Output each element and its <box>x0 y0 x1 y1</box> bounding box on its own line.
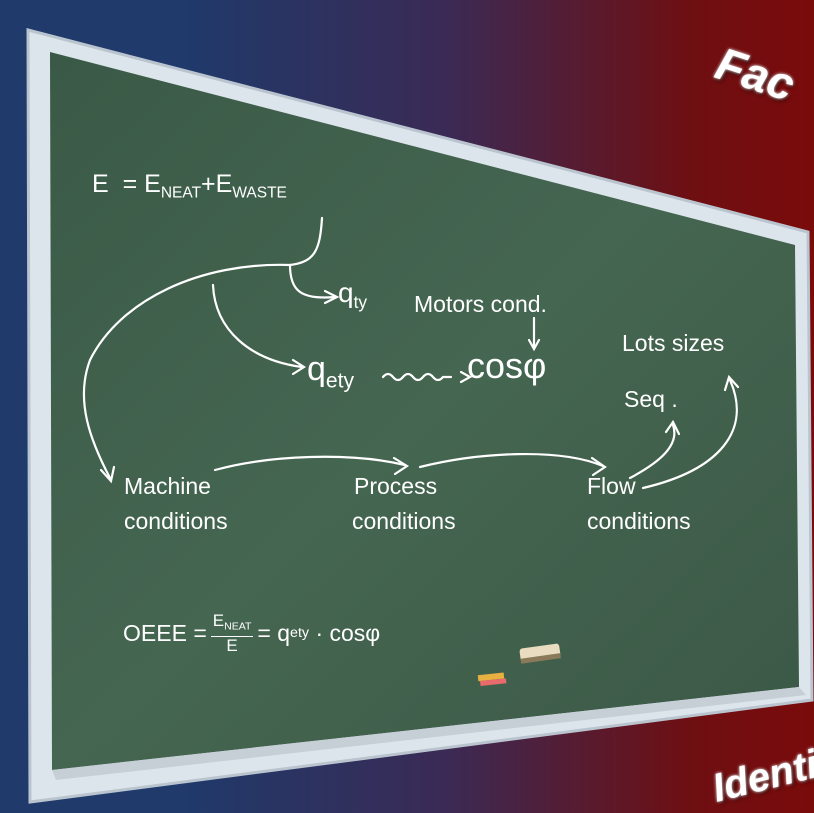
lots-sizes-label: Lots sizes <box>622 330 725 356</box>
cos-phi-label: cosφ <box>467 345 547 386</box>
chalk-tray <box>52 687 806 780</box>
motors-cond-label: Motors cond. <box>414 291 547 317</box>
chalk-arrows <box>82 216 740 490</box>
arrow-to-qty <box>288 263 337 299</box>
arrow-stem <box>288 216 324 267</box>
board-surface <box>50 52 799 770</box>
energy-equation: E = ENEAT+EWASTE <box>92 170 287 202</box>
process-conditions-label: Process conditions <box>352 473 456 534</box>
eraser-icon <box>519 643 561 664</box>
arrow-machine-to-process <box>213 455 407 472</box>
arrow-to-qety <box>211 283 304 369</box>
machine-conditions-label: Machine conditions <box>124 473 228 534</box>
chalk-pieces-icon <box>477 672 507 687</box>
seq-label: Seq . <box>624 386 678 412</box>
arrow-process-to-flow <box>418 453 605 469</box>
q-ety-label: qety <box>307 350 355 393</box>
arrow-to-machine <box>82 263 292 480</box>
arrow-wavy-qety-to-cos <box>381 372 453 382</box>
q-ty-label: qty <box>338 277 368 313</box>
oeee-fraction: ENEAT E <box>210 611 254 655</box>
arrow-flow-to-seq <box>628 423 676 480</box>
arrow-flow-to-lots <box>641 378 738 490</box>
flow-conditions-label: Flow conditions <box>587 473 691 534</box>
